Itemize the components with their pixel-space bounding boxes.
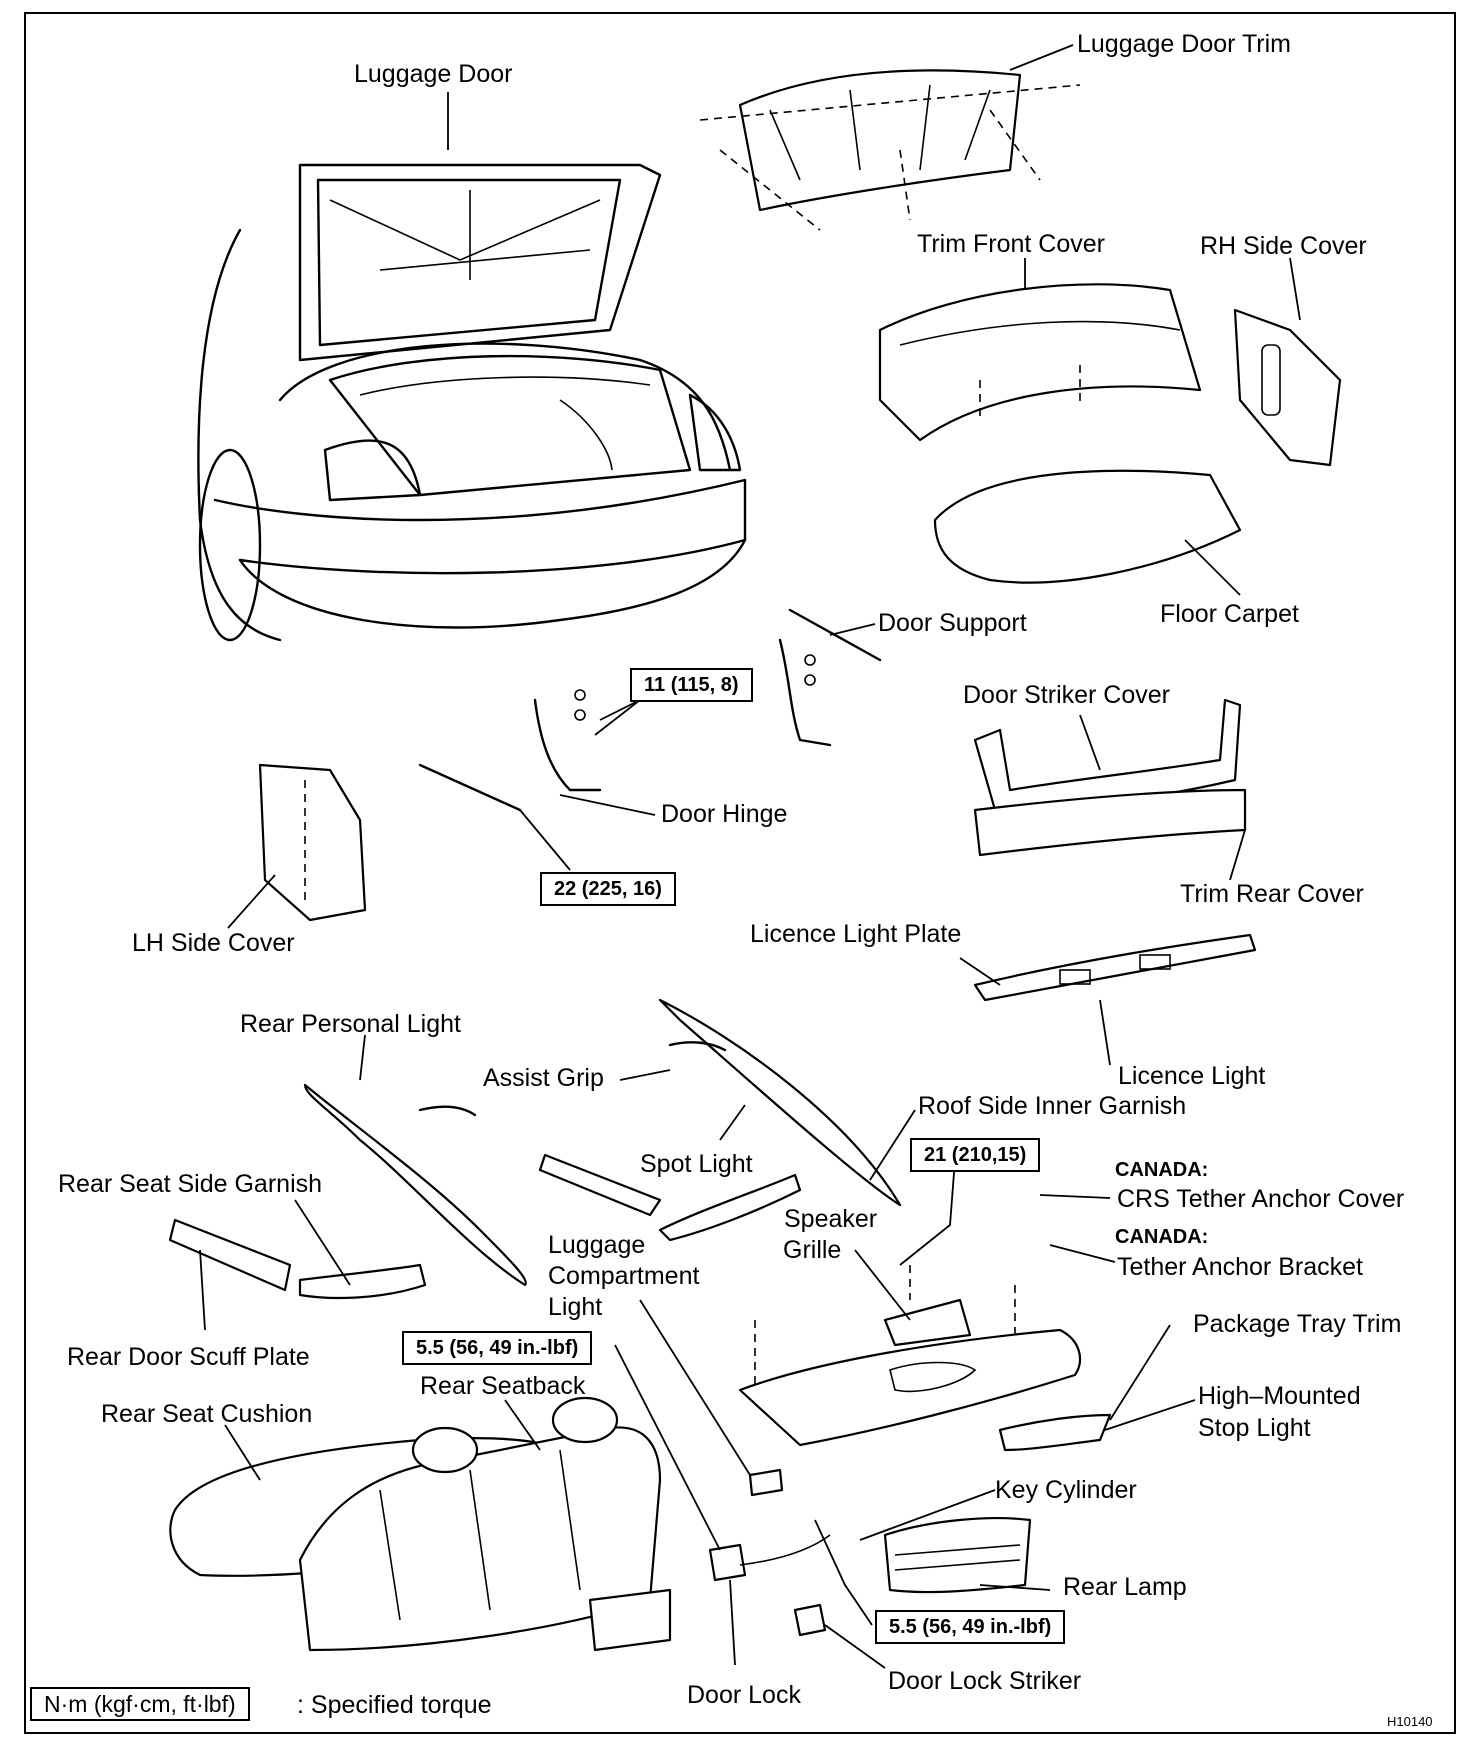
label-canada-1: CANADA: [1115,1159,1209,1181]
label-spot-light: Spot Light [640,1150,753,1178]
label-luggage-compartment-light-1: Luggage [548,1231,646,1259]
label-lh-side-cover: LH Side Cover [132,929,295,957]
licence-light-plate-illustration [973,933,1257,1002]
label-floor-carpet: Floor Carpet [1160,600,1299,628]
torque-spec-tether-anchor: 21 (210,15) [910,1138,1041,1172]
label-rear-personal-light: Rear Personal Light [240,1010,461,1038]
legend-torque-unit-box: N·m (kgf·cm, ft·lbf) [30,1687,250,1721]
label-luggage-door: Luggage Door [354,60,513,88]
luggage-door-trim-illustration [699,69,1081,231]
package-tray-illustration [738,1265,1112,1452]
label-high-mounted-stop-light-2: Stop Light [1198,1414,1311,1442]
floor-carpet-illustration [933,469,1242,584]
label-trim-rear-cover: Trim Rear Cover [1180,880,1364,908]
label-luggage-compartment-light-3: Light [548,1293,603,1321]
label-licence-light-plate: Licence Light Plate [750,920,962,948]
label-rear-seatback: Rear Seatback [420,1372,586,1400]
label-door-support: Door Support [878,609,1027,637]
label-canada-2: CANADA: [1115,1226,1209,1248]
label-rear-seat-cushion: Rear Seat Cushion [101,1400,313,1428]
label-assist-grip: Assist Grip [483,1064,604,1092]
rh-side-cover-illustration [1233,308,1342,467]
door-hinge-support-illustration [418,608,882,812]
label-door-lock-striker: Door Lock Striker [888,1667,1082,1695]
label-rear-door-scuff-plate: Rear Door Scuff Plate [67,1343,310,1371]
label-roof-side-inner-garnish: Roof Side Inner Garnish [918,1092,1187,1120]
label-package-tray-trim: Package Tray Trim [1193,1310,1402,1338]
torque-spec-hinge-bolt: 11 (115, 8) [630,668,753,702]
label-door-striker-cover: Door Striker Cover [963,681,1170,709]
torque-spec-door-lock-striker: 5.5 (56, 49 in.-lbf) [875,1610,1066,1644]
label-luggage-compartment-light-2: Compartment [548,1262,700,1290]
label-grille: Grille [783,1236,842,1264]
label-rear-seat-side-garnish: Rear Seat Side Garnish [58,1170,323,1198]
label-high-mounted-stop-light-1: High–Mounted [1198,1382,1361,1410]
label-door-hinge: Door Hinge [661,800,788,828]
leader-lines [199,44,1301,1669]
label-tether-anchor-bracket: Tether Anchor Bracket [1117,1253,1363,1281]
roof-side-garnish-illustration [303,998,902,1287]
label-licence-light: Licence Light [1118,1062,1266,1090]
rear-seat-illustration [169,1396,672,1652]
torque-spec-door-support: 22 (225, 16) [540,872,676,906]
door-lock-rear-lamp-illustration [708,1468,1032,1637]
car-body-illustration [197,163,747,642]
figure-code: H10140 [1387,1714,1433,1729]
label-key-cylinder: Key Cylinder [995,1476,1137,1504]
torque-spec-door-lock: 5.5 (56, 49 in.-lbf) [402,1331,593,1365]
legend-specified-torque-text: : Specified torque [297,1691,492,1719]
label-door-lock: Door Lock [687,1681,801,1709]
diagram-frame [24,12,1456,1734]
scuff-plate-illustration [168,1153,802,1300]
label-luggage-door-trim: Luggage Door Trim [1077,30,1292,58]
door-striker-cover-illustration [973,698,1247,857]
trim-front-cover-illustration [878,283,1202,442]
label-speaker: Speaker [784,1205,878,1233]
label-crs-tether-anchor-cover: CRS Tether Anchor Cover [1117,1185,1405,1213]
label-rh-side-cover: RH Side Cover [1200,232,1367,260]
label-rear-lamp: Rear Lamp [1063,1573,1187,1601]
lh-side-cover-illustration [258,763,367,922]
label-trim-front-cover: Trim Front Cover [917,230,1105,258]
